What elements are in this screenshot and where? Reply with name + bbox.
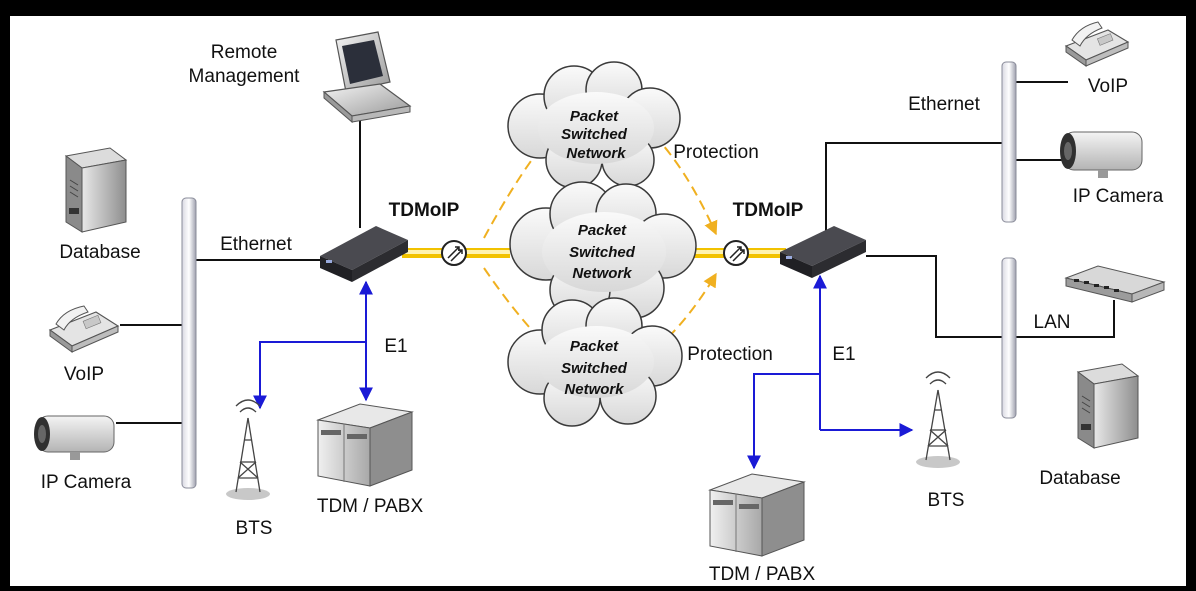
voip-phone-right: [1064, 21, 1130, 67]
packet-network-cloud-middle: [509, 181, 697, 321]
tdmoip-device-right: [780, 226, 866, 278]
database-server-left: [64, 147, 128, 233]
voip-phone-left: [48, 305, 120, 353]
ip-camera-left: [34, 415, 115, 460]
tdmoip-device-icon: [320, 226, 866, 282]
voip-label-left: VoIP: [64, 364, 104, 385]
tdmoip-label-left: TDMoIP: [389, 200, 460, 221]
cloud-middle-line3: Network: [572, 265, 632, 282]
ip-camera-label-right: IP Camera: [1073, 186, 1164, 207]
lan-bus-right: [1001, 257, 1017, 419]
tdm-pabx-left: [316, 403, 414, 487]
optical-connector-icon: [441, 240, 749, 266]
bts-label-right: BTS: [928, 490, 965, 511]
tdmoip-device-left: [320, 226, 408, 282]
remote-management-label-2: Management: [189, 66, 301, 87]
packet-network-cloud-top: [507, 61, 681, 189]
cloud-top-line1: Packet: [570, 108, 619, 125]
ethernet-bus-left: [181, 197, 197, 489]
tdm-pabx-label-right: TDM / PABX: [709, 564, 816, 585]
tdmoip-label-right: TDMoIP: [733, 200, 804, 221]
database-server-right: [1076, 363, 1140, 449]
database-label-left: Database: [59, 242, 140, 263]
ethernet-label-left: Ethernet: [220, 234, 293, 255]
cloud-bottom-line2: Switched: [561, 360, 628, 377]
ip-camera-right: [1060, 131, 1143, 178]
ip-camera-label-left: IP Camera: [41, 472, 132, 493]
cloud-bottom-line1: Packet: [570, 338, 619, 355]
protection-label-bottom: Protection: [687, 344, 773, 365]
cloud-bottom-line3: Network: [564, 381, 624, 398]
tdm-pabx-label-left: TDM / PABX: [317, 496, 424, 517]
ethernet-bus-right: [1001, 61, 1017, 223]
bts-tower-right: [916, 371, 960, 468]
database-label-right: Database: [1039, 468, 1120, 489]
server-icon: [64, 147, 1140, 449]
bts-label-left: BTS: [236, 518, 273, 539]
ethernet-label-right: Ethernet: [908, 94, 981, 115]
tdm-cabinet-icon: [316, 403, 806, 557]
desktop-computer-icon: [322, 31, 412, 124]
ip-camera-icon: [34, 131, 1143, 460]
tdm-pabx-right: [708, 473, 806, 557]
voip-label-right: VoIP: [1088, 76, 1128, 97]
cloud-middle-line1: Packet: [578, 222, 627, 239]
cloud-top-line3: Network: [566, 145, 626, 162]
packet-network-cloud-bottom: [507, 297, 683, 427]
bts-tower-left: [226, 399, 270, 500]
phone-icon: [48, 21, 1130, 353]
lan-label: LAN: [1034, 312, 1071, 333]
e1-links: [253, 274, 914, 470]
radio-tower-icon: [226, 371, 960, 500]
lan-switch-icon: [1064, 265, 1166, 303]
cloud-icon: [507, 61, 697, 427]
e1-label-left: E1: [384, 336, 407, 357]
cloud-middle-line2: Switched: [569, 244, 636, 261]
cloud-top-line2: Switched: [561, 126, 628, 143]
remote-management-label-1: Remote: [211, 42, 278, 63]
protection-label-top: Protection: [673, 142, 759, 163]
e1-label-right: E1: [832, 344, 855, 365]
